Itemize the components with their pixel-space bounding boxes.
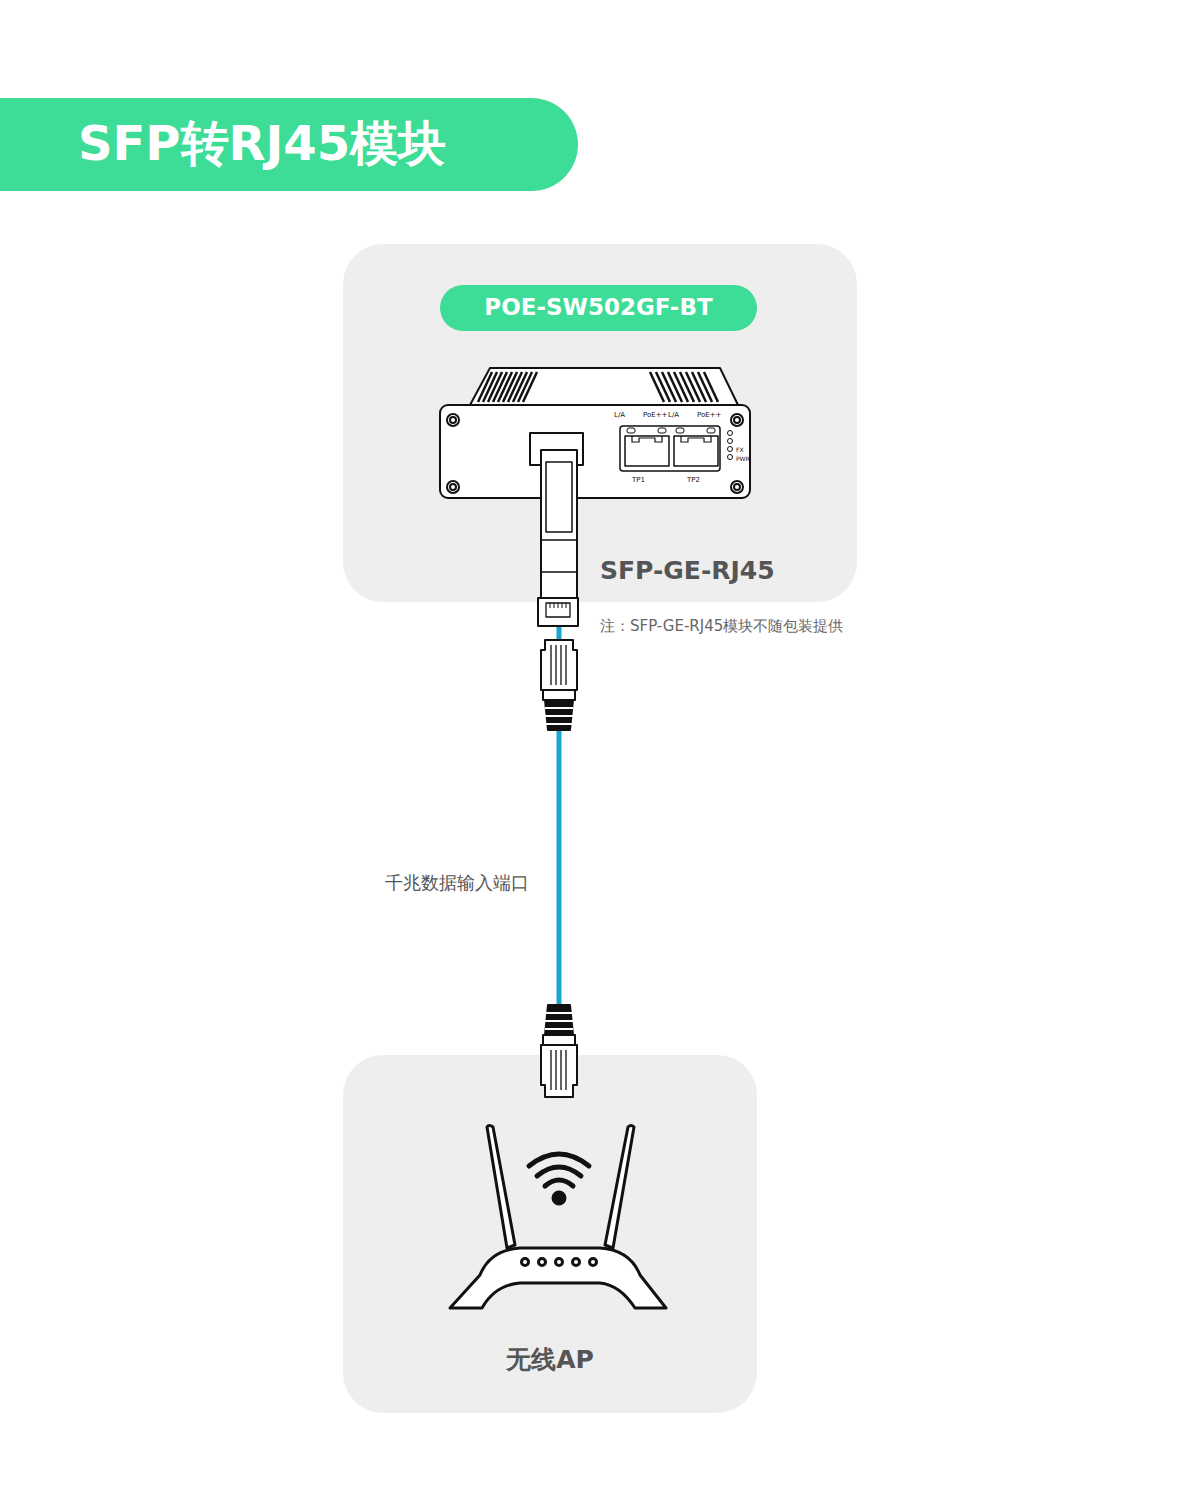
- model-name: POE-SW502GF-BT: [484, 294, 712, 322]
- port-label: FX: [736, 446, 744, 453]
- wireless-ap-icon: [450, 1126, 666, 1309]
- port-label: PoE++: [643, 411, 667, 419]
- port-label: PWR: [736, 455, 750, 462]
- port-label: L/A: [614, 411, 625, 419]
- rj45-plug: [541, 640, 577, 730]
- device-panel: 无线AP: [343, 1055, 757, 1413]
- cooling-fin: [523, 372, 537, 402]
- cooling-fin: [704, 372, 718, 402]
- port-label: PoE++: [697, 411, 721, 419]
- panel-label: 无线AP: [506, 1345, 594, 1375]
- cable-label: 千兆数据输入端口: [385, 872, 529, 894]
- note-text: 注：SFP-GE-RJ45模块不随包装提供: [600, 617, 843, 635]
- port-label: TP1: [632, 476, 645, 484]
- model-pill: POE-SW502GF-BT: [440, 285, 757, 331]
- title: SFP转RJ45模块: [78, 113, 446, 173]
- rj45-plug: [541, 1005, 577, 1097]
- port-label: TP2: [687, 476, 700, 484]
- panel-label: SFP-GE-RJ45: [600, 556, 775, 586]
- port-label: L/A: [668, 411, 679, 419]
- switch-device: [440, 368, 750, 626]
